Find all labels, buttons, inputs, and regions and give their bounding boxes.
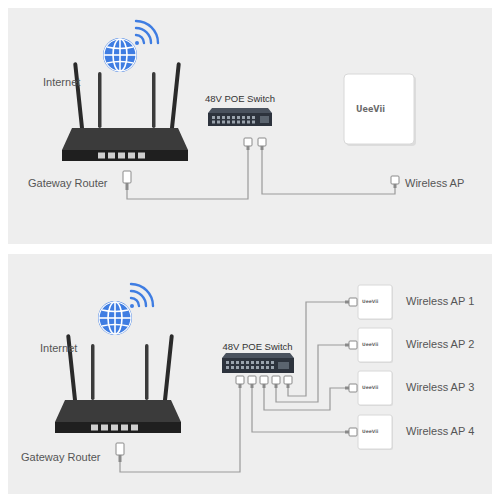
access-point-node: UeeVii Wireless AP 3 — [345, 368, 485, 408]
network-cable — [262, 150, 395, 194]
brand-logo: UeeVii — [362, 299, 378, 304]
network-cable — [288, 302, 345, 396]
device-label: Wireless AP 1 — [406, 295, 474, 308]
brand-logo: UeeVii — [356, 105, 385, 114]
router-node: Gateway Router — [20, 55, 185, 190]
access-point-node: UeeVii Wireless AP 2 — [345, 325, 485, 365]
brand-logo: UeeVii — [362, 429, 378, 434]
brand-logo: UeeVii — [362, 342, 378, 347]
switch-node: 48V POE Switch — [215, 340, 300, 388]
device-label: Internet — [40, 342, 77, 355]
network-cable — [127, 150, 248, 199]
device-label: 48V POE Switch — [215, 342, 300, 353]
cloud-node: Internet — [38, 297, 138, 355]
network-cable — [252, 388, 345, 432]
device-label: Gateway Router — [21, 451, 100, 464]
network-cable — [120, 388, 240, 472]
brand-logo: UeeVii — [362, 385, 378, 390]
device-label: Internet — [43, 76, 80, 89]
device-label: Wireless AP — [405, 177, 464, 190]
router-node: Gateway Router — [13, 327, 178, 462]
access-point-node: UeeVii Wireless AP 1 — [345, 282, 485, 322]
switch-node: 48V POE Switch — [200, 92, 280, 150]
access-point-node: UeeVii Wireless AP 4 — [345, 412, 485, 452]
device-label: Gateway Router — [28, 177, 107, 190]
device-label: Wireless AP 3 — [406, 381, 474, 394]
cloud-node: Internet — [40, 32, 140, 90]
network-cable — [276, 345, 345, 402]
device-label: 48V POE Switch — [200, 94, 280, 105]
device-label: Wireless AP 4 — [406, 425, 474, 438]
access-point-node: UeeViiWireless AP — [340, 68, 470, 188]
device-label: Wireless AP 2 — [406, 338, 474, 351]
network-cable — [264, 388, 345, 410]
